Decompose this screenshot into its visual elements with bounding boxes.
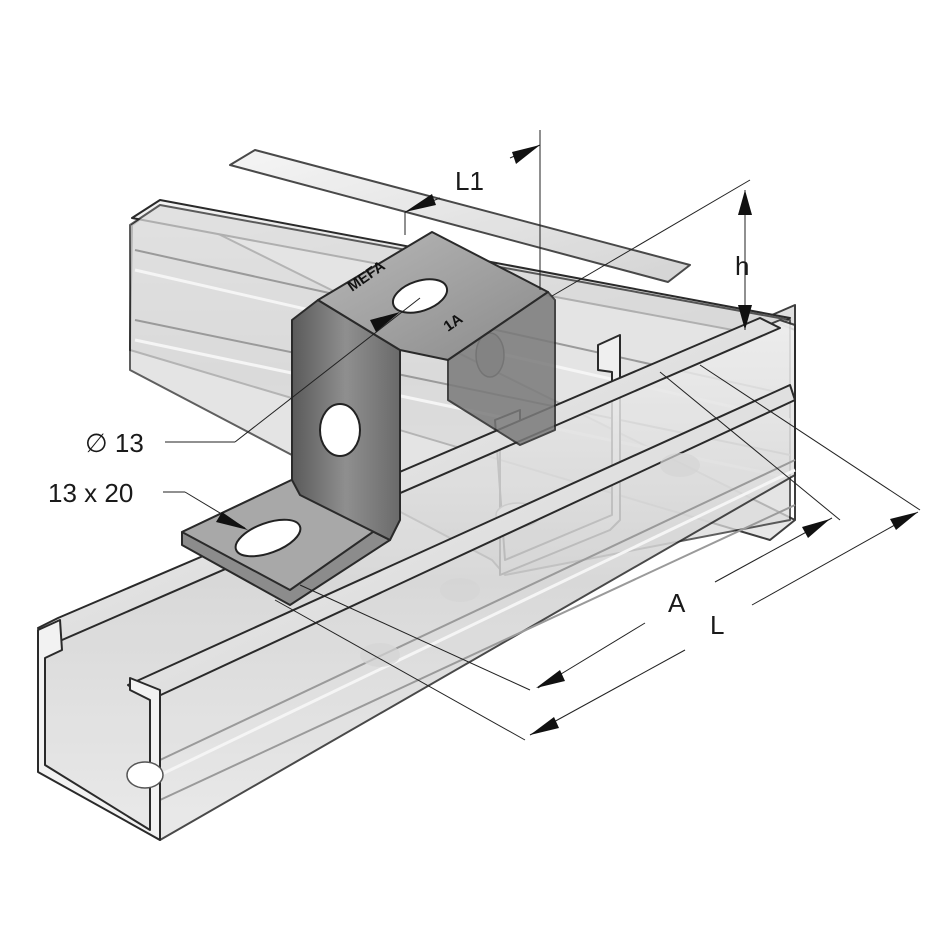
round-hole-top	[391, 278, 449, 314]
round-hole-side	[319, 403, 361, 457]
l-arrow-right	[890, 512, 918, 530]
dimensions: L1 h ∅ 13 13 x 20 A L	[48, 130, 921, 741]
a-arrow-left	[536, 670, 565, 688]
slot-arrow	[216, 512, 248, 530]
l1-arrow-left	[405, 194, 436, 212]
bracket: MEFA 1A	[181, 231, 556, 606]
a-arrow-right	[802, 519, 830, 538]
dim-label-diameter: ∅ 13	[85, 428, 144, 458]
h-arrow-top	[738, 190, 752, 215]
upper-channel-top-rail-back	[229, 149, 691, 283]
lower-channel	[37, 317, 796, 841]
lower-channel-hole-1	[126, 761, 164, 789]
dim-label-l1: L1	[455, 166, 484, 196]
dim-label-l: L	[710, 610, 724, 640]
diameter-arrow	[370, 312, 400, 332]
dim-label-h: h	[735, 251, 749, 281]
slot-hole	[234, 518, 302, 558]
lower-channel-end-profile	[37, 619, 161, 841]
l1-arrow-right	[512, 145, 540, 164]
dim-label-a: A	[668, 588, 686, 618]
h-arrow-bottom	[738, 305, 752, 330]
dim-label-slot: 13 x 20	[48, 478, 133, 508]
l-arrow-left	[530, 717, 559, 735]
